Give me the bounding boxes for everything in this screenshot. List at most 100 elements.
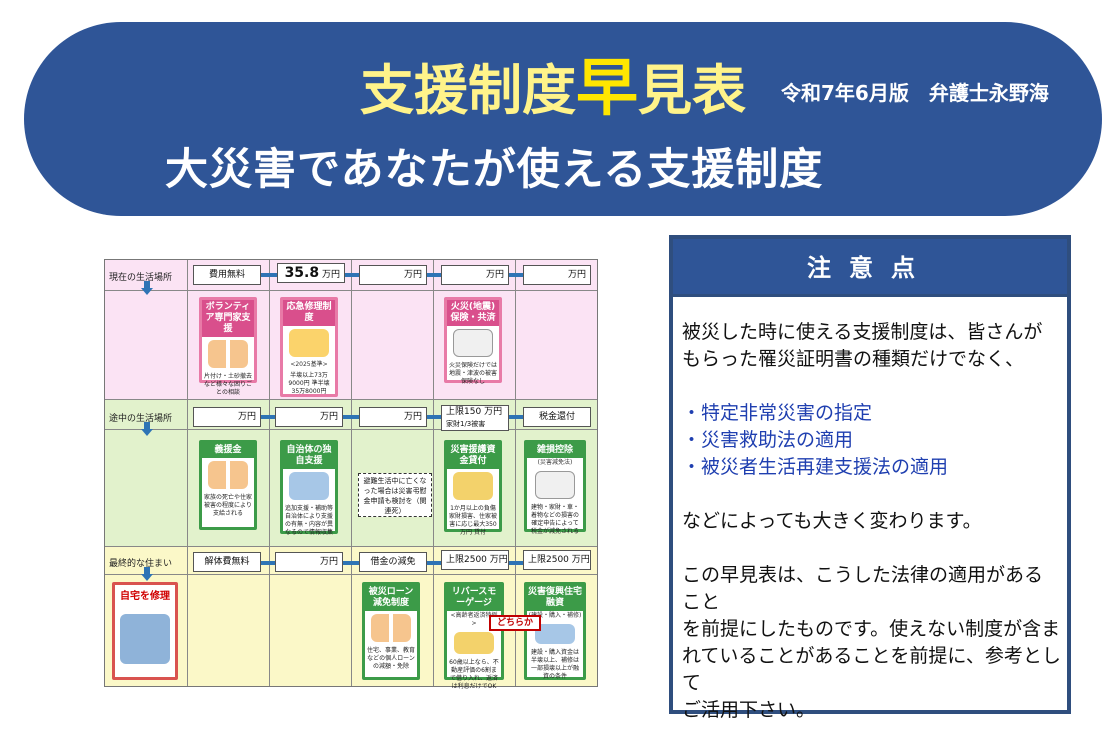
- document-icon: [453, 329, 493, 357]
- cost-amount: 万円: [523, 265, 591, 285]
- cost-unit: 万円: [571, 555, 590, 565]
- card-body: 火災保険だけでは地震・津波の被害保険なし: [449, 362, 498, 385]
- row-divider: [105, 574, 597, 575]
- notes-text: を前提にしたものです。使えない制度が含ま: [682, 618, 1061, 640]
- card-body: 建物・家財・車・着物などの損害の確定申告によって税金が減免される: [530, 504, 579, 535]
- card-emergency-repair: 応急修理制度 <2025基準> 半壊以上73万9000円 準半壊35万8000円: [280, 297, 338, 397]
- card-reverse-mortgage: リバースモーゲージ <高齢者返済特例> 60歳以上なら、不動産評価の6割まで借り…: [444, 582, 504, 690]
- row-divider: [105, 546, 597, 547]
- either-badge: どちらか: [489, 615, 541, 631]
- connector-line: [337, 273, 367, 277]
- notes-bullet: ・特定非常災害の指定: [682, 402, 873, 424]
- card-fire-insurance: 火災(地震)保険・共済 火災保険だけでは地震・津波の被害保険なし: [444, 297, 502, 385]
- notes-bullet: ・被災者生活再建支援法の適用: [682, 456, 949, 478]
- cost-amount: 万円: [275, 552, 343, 572]
- page-title: 支援制度早見表: [360, 48, 746, 128]
- cost-amount: 万円: [441, 265, 509, 285]
- row-label-final: 最終的な住まい: [109, 559, 173, 569]
- notes-body: 被災した時に使える支援制度は、皆さんが もらった罹災証明書の種類だけでなく、 ・…: [682, 319, 1061, 724]
- cost-debt-reduction: 借金の減免: [359, 552, 427, 572]
- cost-amount: 万円: [359, 265, 427, 285]
- card-note: (災害減免法): [537, 459, 573, 466]
- row-divider: [105, 399, 597, 400]
- notes-text: などによっても大きく変わります。: [682, 510, 982, 532]
- col-divider: [515, 260, 516, 686]
- col-divider: [351, 260, 352, 686]
- notes-text: れていることがあることを前提に、参考として: [682, 645, 1061, 694]
- title-accent: 早: [576, 51, 639, 124]
- card-title: 火災(地震)保険・共済: [447, 300, 499, 326]
- cost-unit: 万円: [489, 555, 508, 565]
- cost-demolition: 解体費無料: [193, 552, 261, 572]
- cost-amount: 万円: [359, 407, 427, 427]
- connector-line: [337, 561, 367, 565]
- card-title: リバースモーゲージ: [447, 585, 501, 611]
- edition-label: 令和7年6月版 弁護士永野海: [781, 81, 1049, 105]
- notes-text: 被災した時に使える支援制度は、皆さんが: [682, 321, 1043, 343]
- card-body: 家族の死亡や住家被害の程度により支給される: [204, 494, 253, 517]
- card-body: 半壊以上73万9000円 準半壊35万8000円: [288, 372, 330, 395]
- card-title: 自宅を修理: [115, 585, 175, 604]
- page-subtitle: 大災害であなたが使える支援制度: [165, 145, 824, 195]
- card-title: ボランティア専門家支援: [202, 300, 254, 337]
- connector-line: [419, 415, 449, 419]
- down-arrow-icon: [141, 281, 153, 295]
- connector-line: [419, 561, 449, 565]
- cost-unit: 万円: [321, 270, 340, 280]
- building-icon: [289, 472, 329, 500]
- document-icon: [535, 471, 575, 499]
- card-volunteer: ボランティア専門家支援 片付け・土砂撤去など様々な困りごとの相談: [199, 297, 257, 396]
- cost-free: 費用無料: [193, 265, 261, 285]
- header-banner: [24, 22, 1102, 216]
- card-title: 被災ローン減免制度: [365, 585, 417, 611]
- card-local-support: 自治体の独自支援 追加支援・補助等自治体により支援の有無・内容が異なるので情報収…: [280, 440, 338, 536]
- row-divider: [105, 429, 597, 430]
- cost-amount-limit: 上限150 万円 家財1/3被害: [441, 405, 509, 431]
- card-body: 1か月以上の負傷家財損害、住家被害に応じ最大350万円 貸付: [449, 505, 498, 536]
- notes-text: この早見表は、こうした法律の適用があること: [682, 564, 1044, 613]
- notes-bullet: ・災害救助法の適用: [682, 429, 854, 451]
- connector-line: [255, 561, 285, 565]
- card-rebuild-loan: 災害復興住宅融資 (建設・購入・補修) 建設・購入資金は半壊以上、補修は一部損壊…: [524, 582, 586, 680]
- people-icon: [208, 461, 248, 489]
- notes-panel: 注意点 被災した時に使える支援制度は、皆さんが もらった罹災証明書の種類だけでな…: [669, 235, 1071, 721]
- card-body: 片付け・土砂撤去など様々な困りごとの相談: [204, 373, 253, 396]
- cost-prefix: 上限2500: [446, 555, 487, 565]
- cost-amount: 35.8 万円: [277, 263, 345, 283]
- card-title: 災害援護資金貸付: [447, 443, 499, 469]
- cost-amount: 万円: [275, 407, 343, 427]
- card-title: 自治体の独自支援: [283, 443, 335, 469]
- notes-text: ご活用下さい。: [682, 699, 816, 721]
- notes-heading: 注意点: [673, 239, 1067, 297]
- cost-prefix: 上限150: [446, 407, 482, 417]
- cost-amount-limit: 上限2500 万円: [441, 550, 509, 570]
- cost-amount-limit: 上限2500 万円: [523, 550, 591, 570]
- down-arrow-icon: [141, 422, 153, 436]
- card-title: 義援金: [202, 443, 254, 458]
- connector-line: [337, 415, 367, 419]
- cost-prefix: 上限2500: [528, 555, 569, 565]
- col-divider: [269, 260, 270, 686]
- card-note: (建設・購入・補修): [528, 612, 582, 619]
- card-loan-reduction: 被災ローン減免制度 住宅、事業、教育などの個人ローンの減額・免除: [362, 582, 420, 680]
- connector-line: [501, 415, 531, 419]
- card-body: 住宅、事業、教育などの個人ローンの減額・免除: [367, 647, 416, 670]
- down-arrow-icon: [141, 567, 153, 581]
- title-part1: 支援制度: [360, 59, 576, 122]
- col-divider: [433, 260, 434, 686]
- coins-icon: [454, 632, 494, 654]
- people-icon: [208, 340, 248, 368]
- card-title: 災害復興住宅融資: [527, 585, 583, 611]
- support-chart: 現在の生活場所 途中の生活場所 最終的な住まい 費用無料 35.8 万円 万円 …: [104, 259, 598, 690]
- cost-sub: 家財1/3被害: [446, 420, 486, 428]
- cost-tax-refund: 税金還付: [523, 407, 591, 427]
- card-relief-loan: 災害援護資金貸付 1か月以上の負傷家財損害、住家被害に応じ最大350万円 貸付: [444, 440, 502, 536]
- card-body: 60歳以上なら、不動産評価の6割まで借り入れ、返済は利息だけでOK: [449, 659, 499, 690]
- person-icon: [371, 614, 411, 642]
- coins-icon: [453, 472, 493, 500]
- cost-number: 35.8: [284, 265, 320, 281]
- connector-line: [501, 561, 531, 565]
- col-divider: [187, 260, 188, 686]
- card-body: 追加支援・補助等自治体により支援の有無・内容が異なるので情報収集: [285, 505, 334, 536]
- cost-amount: 万円: [193, 407, 261, 427]
